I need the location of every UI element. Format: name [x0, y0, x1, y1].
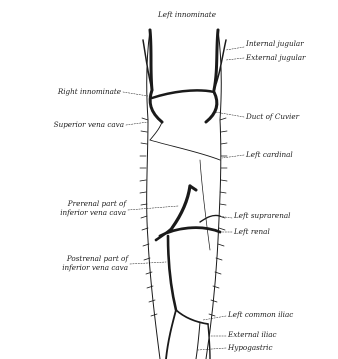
- label-left-renal: Left renal: [234, 228, 270, 236]
- label-superior-vena-cava: Superior vena cava: [0, 121, 124, 129]
- hypogastric: [196, 322, 200, 359]
- left-duct-of-cuvier: [206, 92, 217, 122]
- label-left-cardinal: Left cardinal: [246, 151, 293, 159]
- outline-right: [206, 30, 221, 359]
- label-postrenal-ivc-line1: Postrenal part of: [0, 255, 128, 263]
- left-cardinal-upper: [150, 122, 162, 140]
- ticks-left: [140, 118, 157, 316]
- outline-left: [147, 30, 160, 359]
- left-cardinal-vein: [150, 140, 220, 160]
- ticks-right: [209, 118, 227, 316]
- left-common-iliac: [176, 310, 208, 324]
- label-duct-of-cuvier: Duct of Cuvier: [246, 113, 299, 121]
- label-left-suprarenal: Left suprarenal: [234, 212, 290, 220]
- label-right-innominate: Right innominate: [0, 88, 121, 96]
- postrenal-ivc: [168, 236, 176, 310]
- label-prerenal-ivc-line2: inferior vena cava: [0, 209, 126, 217]
- label-external-iliac: External iliac: [228, 331, 277, 339]
- left-thin-cardinal: [200, 160, 210, 250]
- label-hypogastric: Hypogastric: [228, 344, 272, 352]
- label-prerenal-ivc-line1: Prerenal part of: [0, 200, 126, 208]
- leader-lines: [123, 47, 244, 350]
- left-suprarenal-vein: [200, 215, 220, 222]
- label-external-jugular: External jugular: [246, 54, 305, 62]
- left-innominate-vein: [152, 90, 214, 98]
- label-internal-jugular: Internal jugular: [246, 40, 304, 48]
- label-left-innominate: Left innominate: [132, 11, 242, 19]
- label-postrenal-ivc-line2: inferior vena cava: [0, 264, 128, 272]
- renal-crossing: [156, 228, 172, 240]
- prerenal-ivc: [172, 186, 190, 228]
- label-left-common-iliac: Left common iliac: [228, 311, 293, 319]
- right-common-iliac: [166, 310, 176, 359]
